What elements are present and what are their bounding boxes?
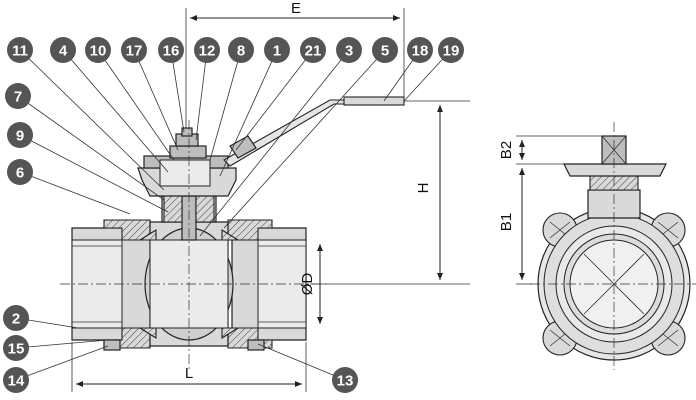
callout-9: 9	[7, 122, 33, 148]
svg-text:8: 8	[237, 43, 245, 60]
svg-text:1: 1	[273, 43, 281, 60]
dimension-e-label: E	[291, 0, 301, 17]
svg-text:7: 7	[14, 89, 22, 106]
svg-text:5: 5	[381, 43, 389, 60]
svg-text:9: 9	[16, 128, 24, 145]
callout-4: 4	[50, 37, 76, 63]
svg-text:11: 11	[12, 43, 28, 60]
dimension-h-label: H	[415, 183, 432, 194]
dimension-l-label: L	[185, 365, 193, 382]
dimension-b2-label: B2	[498, 141, 515, 159]
svg-text:18: 18	[412, 43, 429, 60]
leader-lines	[15, 49, 452, 381]
valve-section-view	[60, 96, 405, 370]
callout-18: 18	[407, 37, 433, 63]
callout-21: 21	[300, 37, 326, 63]
svg-text:12: 12	[199, 43, 216, 60]
dimension-lines: E H ØD L	[71, 0, 470, 392]
callout-10: 10	[85, 37, 111, 63]
callout-16: 16	[158, 37, 184, 63]
svg-text:13: 13	[337, 373, 354, 390]
dimension-b1-label: B1	[498, 213, 515, 231]
callout-11: 11	[7, 37, 33, 63]
callout-6: 6	[7, 159, 33, 185]
front-mounting-pad	[563, 163, 667, 177]
callout-17: 17	[121, 37, 147, 63]
svg-text:4: 4	[59, 43, 68, 60]
svg-text:10: 10	[90, 43, 107, 60]
front-dimension-lines: B2 B1	[498, 135, 602, 285]
svg-text:21: 21	[305, 43, 322, 60]
handle-sleeve	[343, 96, 405, 106]
callout-badges: 11 4 10 17 16 12 8 1 21 3 5 18 19 7 9 6 …	[3, 37, 464, 393]
callout-2: 2	[3, 305, 29, 331]
callout-8: 8	[228, 37, 254, 63]
callout-19: 19	[438, 37, 464, 63]
svg-text:6: 6	[16, 165, 24, 182]
callout-5: 5	[372, 37, 398, 63]
svg-text:19: 19	[443, 43, 460, 60]
svg-text:16: 16	[163, 43, 180, 60]
stem-nut	[169, 145, 207, 159]
dimension-d-label: ØD	[299, 273, 316, 296]
callout-13: 13	[332, 367, 358, 393]
svg-text:17: 17	[126, 43, 143, 60]
callout-12: 12	[194, 37, 220, 63]
callout-14: 14	[3, 367, 29, 393]
valve-front-view	[530, 122, 696, 370]
callout-1: 1	[264, 37, 290, 63]
svg-text:3: 3	[345, 43, 353, 60]
svg-text:2: 2	[12, 311, 20, 328]
svg-text:15: 15	[8, 341, 25, 358]
svg-text:14: 14	[8, 373, 25, 390]
body-bolt	[103, 339, 121, 351]
callout-3: 3	[336, 37, 362, 63]
callout-7: 7	[5, 83, 31, 109]
callout-15: 15	[3, 335, 29, 361]
